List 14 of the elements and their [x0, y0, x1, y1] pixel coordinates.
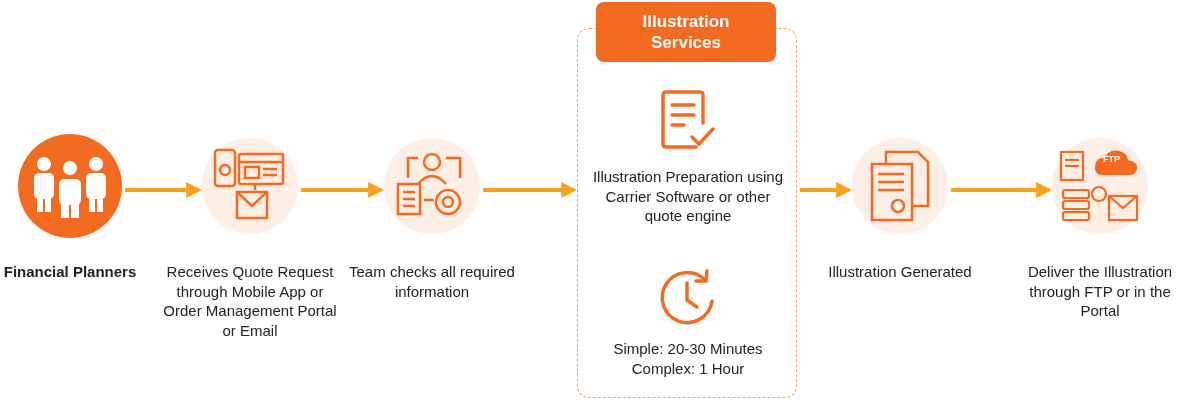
arrow [951, 182, 1053, 198]
arrow [125, 182, 203, 198]
step-description: Illustration Preparation using Carrier Software or other quote engine [588, 167, 788, 226]
arrow [800, 182, 853, 198]
arrow [301, 182, 385, 198]
ftp-label: FTP [1103, 154, 1120, 164]
arrow [483, 182, 578, 198]
step-caption: Team checks all required information [348, 262, 516, 301]
step-caption: Deliver the Illustration through FTP or in the Portal [1026, 262, 1174, 321]
step-caption: Illustration Generated [827, 262, 973, 282]
section-header: Illustration Services [596, 2, 776, 62]
step-caption: Financial Planners [2, 262, 138, 282]
step-description: Simple: 20-30 Minutes Complex: 1 Hour [588, 339, 788, 378]
step-caption: Receives Quote Request through Mobile App or Order Management Portal or Email [162, 262, 338, 340]
